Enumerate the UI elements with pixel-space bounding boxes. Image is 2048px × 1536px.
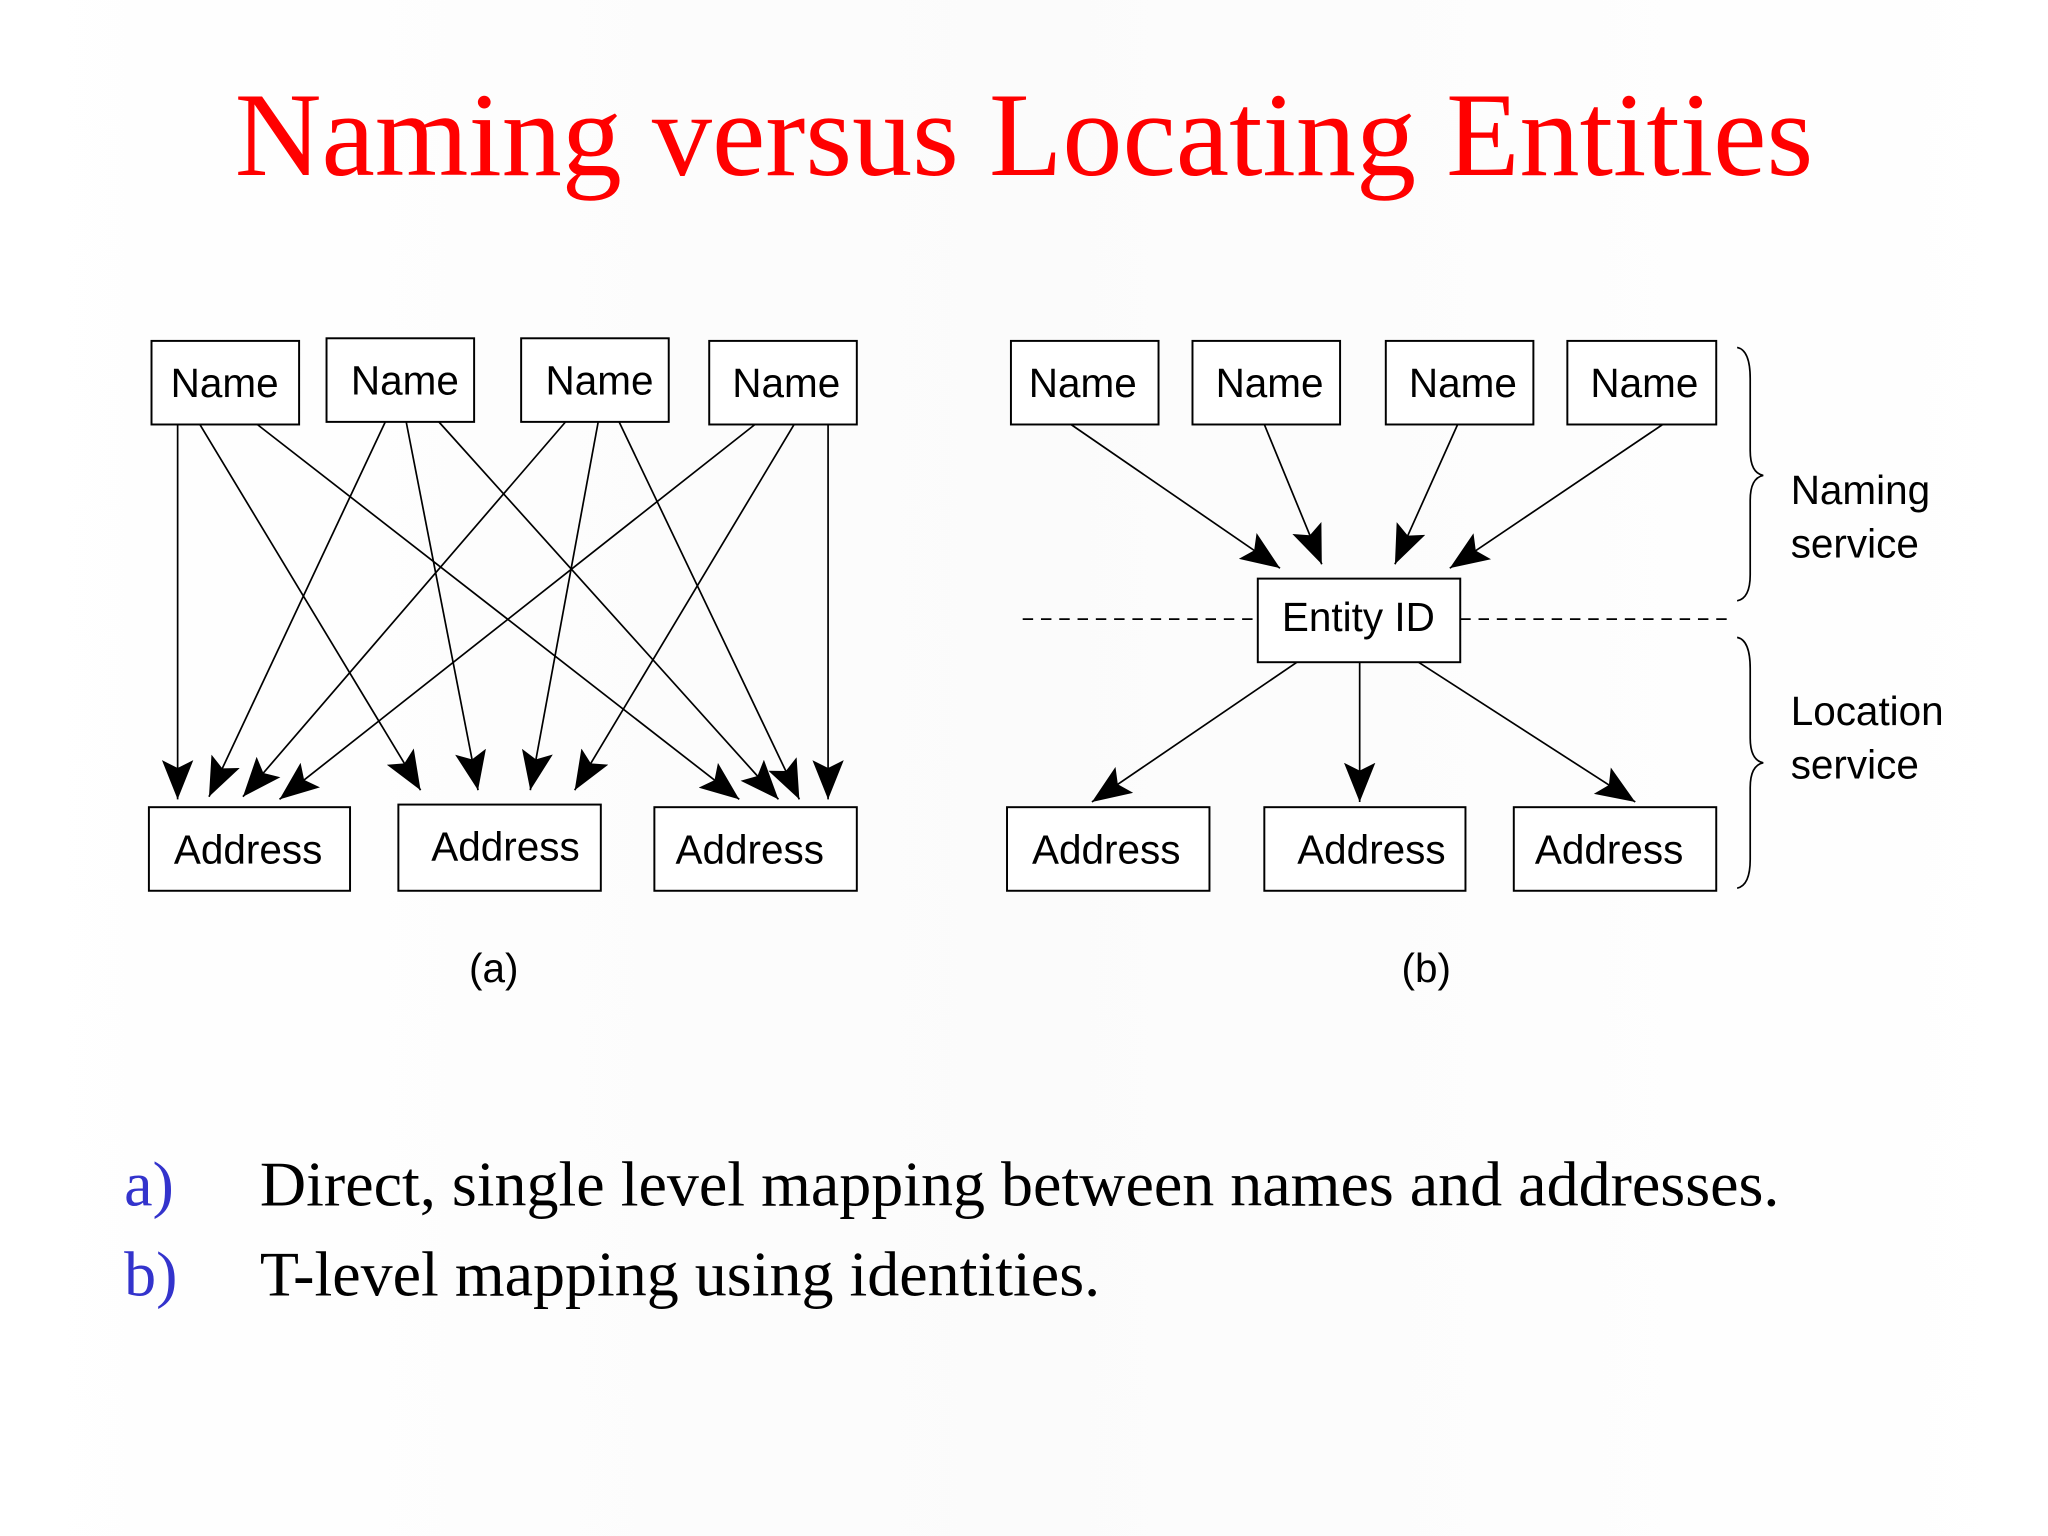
svg-text:Address: Address [174, 826, 322, 872]
arrow-connector [405, 421, 486, 791]
brace-location [1736, 636, 1764, 889]
arrow-connector [208, 421, 387, 798]
arrow-connector [521, 421, 600, 791]
svg-text:Name: Name [1590, 360, 1698, 406]
address-box: Address [397, 803, 602, 892]
address-box: Address [653, 806, 858, 892]
arrow-connector [573, 424, 795, 791]
location-service-label-2: service [1791, 741, 1919, 787]
location-service-label-1: Location [1791, 688, 1944, 734]
svg-text:Address: Address [1032, 826, 1180, 872]
name-box: Name [708, 339, 858, 426]
slide-title: Naming versus Locating Entities [234, 67, 1814, 202]
svg-text:Address: Address [431, 824, 579, 870]
svg-text:Name: Name [732, 360, 840, 406]
naming-service-label-1: Naming [1791, 467, 1930, 513]
arrow-connector [1449, 423, 1664, 569]
svg-text:Name: Name [546, 357, 654, 403]
caption-b: (b) [1402, 945, 1451, 991]
arrow-connector [1091, 661, 1298, 803]
svg-text:Name: Name [1029, 360, 1137, 406]
entity-id-box: Entity ID [1256, 577, 1462, 664]
svg-text:Address: Address [1297, 826, 1445, 872]
arrow-connector [618, 421, 801, 800]
name-box: Name [520, 337, 670, 423]
arrow-connector [1417, 661, 1636, 803]
address-box: Address [147, 806, 352, 892]
arrow-connector [256, 423, 740, 801]
name-box: Name [1566, 339, 1718, 426]
svg-text:Name: Name [171, 360, 279, 406]
name-box: Name [325, 337, 476, 423]
svg-text:Address: Address [675, 826, 823, 872]
bullet-text-b: T-level mapping using identities. [259, 1238, 1101, 1311]
name-box: Name [150, 339, 301, 426]
svg-text:Entity ID: Entity ID [1282, 594, 1435, 640]
diagram-b: Name Name Name Name Entity ID Address Ad… [1006, 339, 1944, 991]
address-box: Address [1006, 806, 1211, 892]
arrow-connector [1070, 423, 1281, 569]
svg-text:Address: Address [1535, 826, 1683, 872]
name-box: Name [1384, 339, 1535, 426]
caption-a: (a) [469, 945, 518, 991]
arrow-connector [242, 421, 567, 798]
address-box: Address [1263, 806, 1467, 892]
name-box: Name [1191, 339, 1342, 426]
name-box: Name [1009, 339, 1160, 426]
arrow-connector [1263, 424, 1323, 565]
arrow-connector [1394, 424, 1459, 565]
svg-text:Name: Name [1409, 360, 1517, 406]
arrow-connector [278, 423, 756, 801]
arrow-connector [199, 424, 422, 791]
svg-text:Name: Name [1216, 360, 1324, 406]
bullet-marker-b: b) [124, 1238, 178, 1311]
naming-service-label-2: service [1791, 521, 1919, 567]
svg-text:Name: Name [351, 357, 459, 403]
arrow-connector [438, 421, 780, 800]
diagram-a: Name Name Name Name Address Address Addr… [147, 337, 858, 991]
address-box: Address [1512, 806, 1718, 892]
bullet-marker-a: a) [124, 1148, 174, 1220]
bullet-text-a: Direct, single level mapping between nam… [259, 1148, 1780, 1220]
brace-naming [1736, 346, 1764, 602]
